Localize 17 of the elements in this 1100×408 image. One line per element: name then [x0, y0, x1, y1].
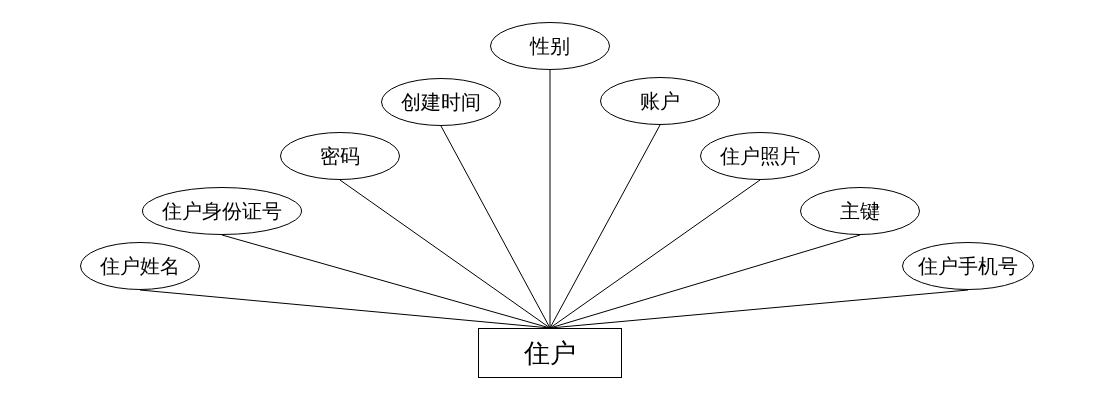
attribute-ellipse: 住户照片	[700, 132, 820, 180]
attribute-ellipse: 账户	[600, 77, 720, 125]
connector-line	[440, 125, 551, 329]
attribute-ellipse: 主键	[800, 187, 920, 235]
attribute-ellipse: 住户身份证号	[142, 187, 302, 235]
connector-line	[339, 179, 551, 329]
connector-line	[221, 234, 551, 329]
entity-box: 住户	[478, 328, 622, 378]
attribute-ellipse: 创建时间	[381, 78, 501, 126]
attribute-ellipse: 住户姓名	[80, 242, 200, 290]
connector-line	[549, 289, 969, 329]
connector-line	[549, 179, 761, 329]
attribute-ellipse: 密码	[280, 132, 400, 180]
connector-line	[549, 69, 551, 329]
attribute-ellipse: 性别	[490, 22, 610, 70]
connector-line	[549, 124, 661, 329]
attribute-ellipse: 住户手机号	[902, 242, 1034, 290]
